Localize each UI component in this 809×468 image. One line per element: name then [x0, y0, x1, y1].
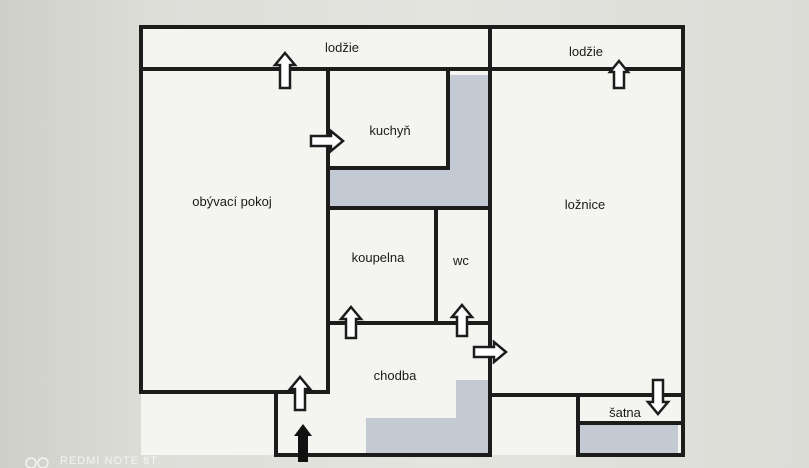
label-chodba: chodba — [374, 368, 417, 383]
label-loznice: ložnice — [565, 197, 605, 212]
entrance-arrow-icon — [294, 424, 312, 462]
arrow-up-icon — [287, 375, 313, 412]
arrow-up-icon — [272, 51, 298, 90]
arrow-down-icon — [645, 378, 671, 416]
label-kuchyn: kuchyň — [369, 123, 410, 138]
label-wc: wc — [452, 253, 469, 268]
camera-watermark-text: REDMI NOTE 8T — [60, 455, 158, 467]
arrow-up-icon — [449, 303, 475, 338]
label-koupelna: koupelna — [352, 250, 406, 265]
label-lodzie-left: lodžie — [325, 40, 359, 55]
arrow-right-icon — [309, 128, 345, 154]
wardrobe-shaded-area — [580, 425, 678, 455]
arrow-right-icon — [472, 339, 508, 365]
arrow-up-icon — [338, 305, 364, 340]
label-obyvaci-pokoj: obývací pokoj — [192, 194, 272, 209]
camera-watermark-icon — [25, 457, 49, 468]
hall-shaded-area — [366, 380, 488, 455]
label-satna: šatna — [609, 405, 642, 420]
walls — [139, 25, 685, 457]
arrow-up-icon — [607, 59, 631, 90]
label-lodzie-right: lodžie — [569, 44, 603, 59]
plan-paper — [141, 27, 683, 455]
